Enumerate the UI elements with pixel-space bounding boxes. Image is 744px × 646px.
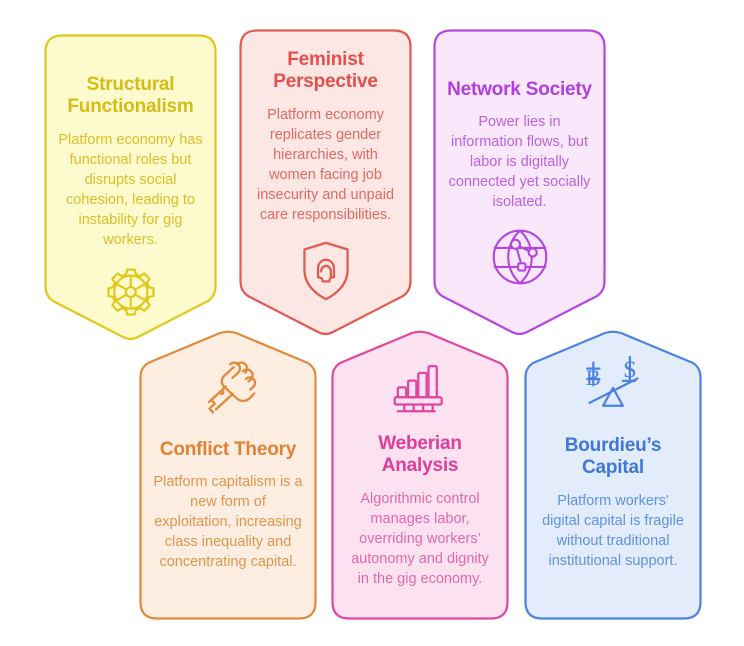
card-feminist-perspective[interactable]: Feminist Perspective Platform economy re… (239, 29, 412, 336)
card-network-society[interactable]: Network Society Power lies in informatio… (433, 29, 606, 336)
network-globe-icon (491, 228, 549, 291)
shield-woman-icon (299, 241, 353, 306)
card-shape-pentagon-up (331, 330, 509, 620)
card-structural-functionalism[interactable]: Structural Functionalism Platform econom… (44, 34, 217, 341)
gear-wheel-icon (102, 266, 160, 329)
card-content: Conflict Theory Platform capitalism is a… (139, 330, 317, 620)
card-shape-pentagon-down (239, 29, 412, 336)
card-description: Platform economy has functional roles bu… (58, 131, 203, 248)
card-title: Weberian Analysis (378, 433, 462, 477)
card-shape-pentagon-down (44, 34, 217, 341)
card-description: Power lies in information flows, but lab… (448, 114, 591, 211)
card-weberian-analysis[interactable]: Weberian Analysis Algorithmic control ma… (331, 330, 509, 620)
card-title: Bourdieu’s Capital (564, 435, 662, 479)
card-content: Weberian Analysis Algorithmic control ma… (331, 330, 509, 620)
card-content: Feminist Perspective Platform economy re… (239, 29, 412, 336)
card-content: Network Society Power lies in informatio… (433, 29, 606, 336)
card-description: Platform capitalism is a new form of exp… (153, 474, 303, 571)
card-bourdieus-capital[interactable]: B S Bourdieu’s Capital Platform workers'… (524, 330, 702, 620)
card-title: Conflict Theory (159, 439, 297, 460)
card-title: Structural Functionalism (67, 74, 194, 118)
card-content: Structural Functionalism Platform econom… (44, 34, 217, 341)
card-description: Platform economy replicates gender hiera… (256, 106, 395, 223)
bar-chart-icon (391, 358, 449, 419)
card-shape-pentagon-down (433, 29, 606, 336)
card-title: Network Society (447, 79, 592, 100)
card-shape-pentagon-up (524, 330, 702, 620)
card-conflict-theory[interactable]: Conflict Theory Platform capitalism is a… (139, 330, 317, 620)
card-description: Algorithmic control manages labor, overr… (351, 490, 489, 587)
card-title: Feminist Perspective (273, 49, 378, 93)
card-shape-pentagon-up (139, 330, 317, 620)
raised-fist-icon (197, 358, 259, 425)
card-description: Platform workers' digital capital is fra… (542, 492, 684, 569)
seesaw-balance-icon: B S (581, 355, 645, 421)
card-content: B S Bourdieu’s Capital Platform workers'… (524, 330, 702, 620)
